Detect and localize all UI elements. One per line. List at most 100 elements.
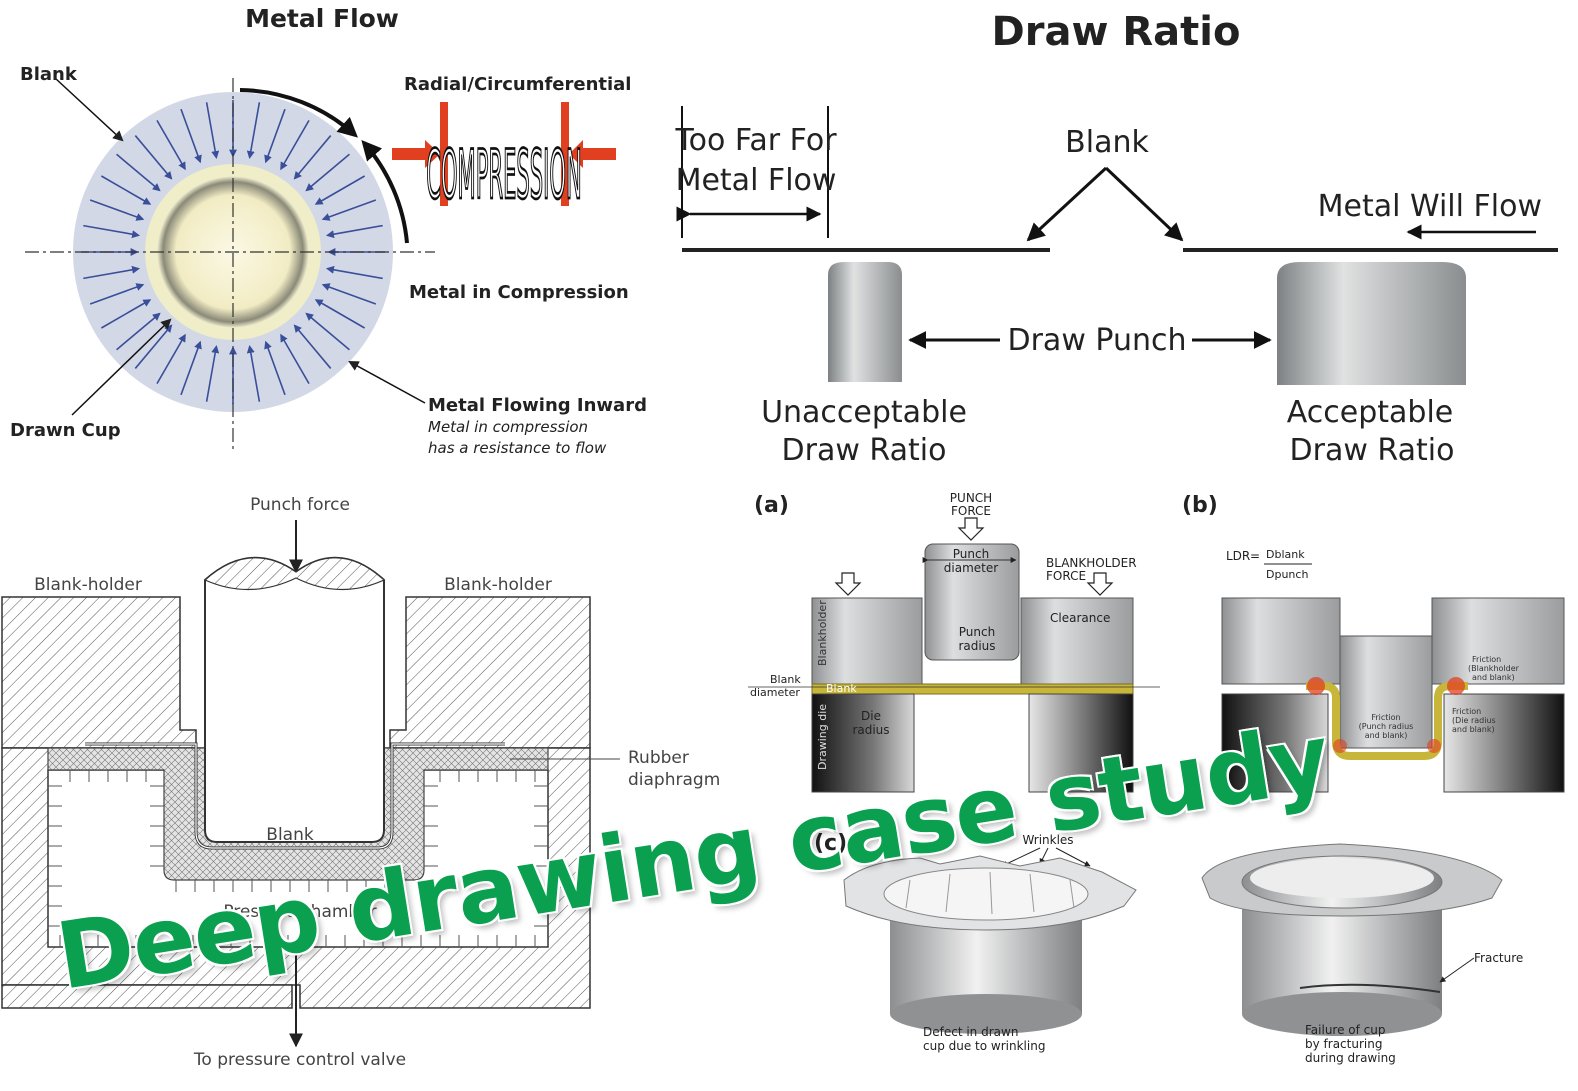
- blankholder-b-right: [1431, 597, 1565, 685]
- failure-label-1: Failure of cup: [1305, 1023, 1386, 1037]
- friction-bh-2: (Blankholder: [1468, 664, 1520, 673]
- fractured-cup: [1201, 843, 1503, 1036]
- punch-a: [924, 543, 1020, 661]
- radial-arrow-icon: [116, 312, 161, 351]
- blankholder-force-arrow-icon: [834, 572, 862, 596]
- radial-arrow-icon: [325, 224, 383, 239]
- metal-in-compression-label: Metal in Compression: [409, 282, 629, 303]
- blankholder-label: Blankholder: [816, 600, 829, 666]
- friction-pr-1: Friction: [1371, 713, 1400, 722]
- radial-arrow-icon: [180, 108, 202, 164]
- blank-label: Blank: [1065, 125, 1149, 160]
- radial-arrow-icon: [321, 199, 377, 221]
- friction-bh-1: Friction: [1472, 655, 1501, 664]
- too-far-label-1: Too Far For: [674, 123, 837, 158]
- unacceptable-label-2: Draw Ratio: [782, 433, 947, 468]
- ldr-numerator: Dblank: [1266, 548, 1305, 561]
- radial-arrow-icon: [89, 283, 145, 305]
- too-far-label-2: Metal Flow: [676, 163, 837, 198]
- wrinkled-cup: [843, 855, 1137, 1034]
- defect-label-1: Defect in drawn: [923, 1025, 1018, 1039]
- resistance-line-2: has a resistance to flow: [428, 439, 607, 457]
- punch-diameter-2: diameter: [944, 561, 998, 575]
- resistance-line-1: Metal in compression: [428, 418, 588, 436]
- metal-flow-diagram: Metal Flow Blank Drawn Cup Radial/Circum…: [10, 4, 647, 457]
- drawing-die-label: Drawing die: [816, 704, 829, 770]
- drawn-blank-b: [1306, 682, 1468, 760]
- large-draw-punch: [1277, 262, 1466, 385]
- radial-arrow-icon: [264, 340, 286, 396]
- deep-drawing-figures: (a) PUNCH FORCE Punch diameter Punch rad…: [748, 491, 1565, 1065]
- small-draw-punch: [828, 262, 902, 382]
- radial-arrow-icon: [293, 135, 332, 180]
- metal-will-flow-label: Metal Will Flow: [1318, 189, 1542, 224]
- punch-force-1: PUNCH: [950, 491, 992, 505]
- punch-diameter-1: Punch: [953, 547, 989, 561]
- radial-arrow-icon: [83, 224, 141, 239]
- svg-text:=: =: [1250, 549, 1260, 563]
- radial-arrow-icon: [83, 265, 141, 280]
- draw-ratio-diagram: Draw Ratio Too Far For Metal Flow Blank …: [674, 9, 1558, 468]
- pressure-chamber-label: Pressure chamber: [223, 902, 376, 922]
- circumferential-arrow-icon: [239, 88, 358, 138]
- wrinkles-label: Wrinkles: [1022, 833, 1073, 847]
- friction-dr-3: and blank): [1452, 725, 1495, 734]
- draw-punch-label: Draw Punch: [1008, 323, 1187, 358]
- drawing-die-left: [811, 693, 915, 793]
- blank-holder-left-label: Blank-holder: [34, 575, 142, 595]
- blankholder-force-1: BLANKHOLDER: [1046, 556, 1137, 570]
- punch-force-arrow-icon: [957, 517, 985, 541]
- radial-arrow-icon: [100, 299, 152, 329]
- punch-b: [1339, 635, 1433, 749]
- metal-flowing-inward-label: Metal Flowing Inward: [428, 395, 647, 416]
- radial-arrow-icon: [156, 119, 186, 171]
- blank-label: Blank: [266, 825, 314, 845]
- figure-a-label: (a): [754, 493, 789, 518]
- blank-diameter-1: Blank: [770, 673, 801, 686]
- friction-zone: [1333, 739, 1347, 753]
- radial-arrow-icon: [180, 340, 202, 396]
- radial-arrow-icon: [314, 299, 366, 329]
- blank-holder-right: [389, 596, 591, 749]
- draw-ratio-title: Draw Ratio: [992, 9, 1241, 55]
- drawing-die-right: [1028, 693, 1134, 793]
- blankholder-force-2: FORCE: [1046, 569, 1086, 583]
- radial-arrow-icon: [246, 102, 261, 160]
- radial-arrow-icon: [305, 153, 350, 192]
- die-b-right: [1443, 693, 1565, 793]
- friction-zone: [1427, 739, 1441, 753]
- pressure-tick-marks: [48, 770, 548, 947]
- friction-dr-1: Friction: [1452, 707, 1481, 716]
- die-b-left: [1221, 693, 1329, 793]
- friction-pr-3: and blank): [1365, 731, 1408, 740]
- circumferential-arrow-icon: [361, 139, 409, 244]
- radial-arrow-icon: [305, 312, 350, 351]
- radial-arrow-icon: [156, 333, 186, 385]
- die-radius-1: Die: [861, 709, 881, 723]
- radial-arrow-icon: [321, 283, 377, 305]
- friction-bh-3: and blank): [1472, 673, 1515, 682]
- radial-arrow-icon: [246, 344, 261, 402]
- rubber-label-1: Rubber: [628, 748, 689, 768]
- figure-c-label: (c): [814, 831, 847, 856]
- radial-arrow-icon: [280, 333, 310, 385]
- friction-dr-2: (Die radius: [1452, 716, 1496, 725]
- unacceptable-label-1: Unacceptable: [761, 395, 967, 430]
- radial-arrow-icon: [100, 175, 152, 205]
- die-radius-2: radius: [852, 723, 889, 737]
- ldr-denominator: Dpunch: [1266, 568, 1308, 581]
- acceptable-label-2: Draw Ratio: [1290, 433, 1455, 468]
- friction-zone: [1447, 677, 1465, 695]
- compression-icon: COMPRESSION: [392, 102, 616, 215]
- radial-arrow-icon: [89, 199, 145, 221]
- punch-force-label: Punch force: [250, 495, 350, 515]
- friction-pr-2: (Punch radius: [1359, 722, 1414, 731]
- blank-label-a: Blank: [826, 682, 857, 695]
- compression-text: COMPRESSION: [426, 135, 581, 215]
- radial-arrow-icon: [134, 135, 173, 180]
- fracture-crack: [1299, 983, 1441, 993]
- drawn-cup-label: Drawn Cup: [10, 420, 121, 441]
- fracture-label: Fracture: [1474, 951, 1523, 965]
- metal-flow-title: Metal Flow: [245, 4, 399, 33]
- punch-force-2: FORCE: [951, 504, 991, 518]
